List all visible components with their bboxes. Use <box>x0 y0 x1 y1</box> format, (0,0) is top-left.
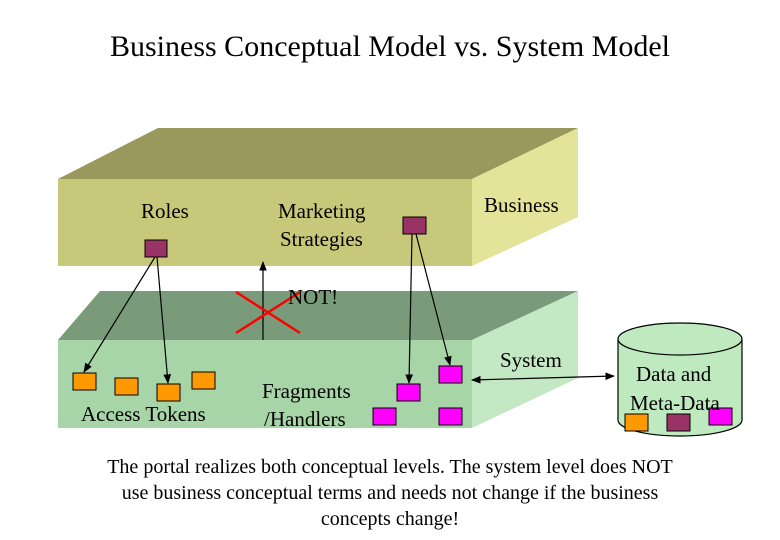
caption-line1: The portal realizes both conceptual leve… <box>107 456 673 478</box>
marketing-concept-square <box>402 216 427 235</box>
access-tokens-label: Access Tokens <box>81 402 206 426</box>
caption-line3: concepts change! <box>320 508 460 530</box>
data-label-line2: Meta-Data <box>630 391 720 415</box>
fragment-square <box>438 365 463 384</box>
arrow-marketing-to-fragment <box>405 233 414 384</box>
business-layer-side <box>472 128 578 266</box>
caption: The portal realizes both conceptual leve… <box>40 454 740 532</box>
marketing-label-line2: Strategies <box>280 227 363 251</box>
fragments-label-line1: Fragments <box>262 379 351 403</box>
caption-line2: use business conceptual terms and needs … <box>121 482 659 504</box>
data-fragment-square <box>708 407 733 426</box>
arrow-system-to-data <box>471 372 615 384</box>
fragment-square <box>372 407 397 426</box>
marketing-label-line1: Marketing <box>278 199 366 223</box>
data-label-line1: Data and <box>636 362 712 386</box>
access-token-square <box>156 383 181 402</box>
data-concept-square <box>666 413 691 432</box>
roles-label: Roles <box>141 199 189 223</box>
roles-concept-square <box>144 239 168 258</box>
arrow-marketing-to-fragment <box>415 233 452 366</box>
slide-title: Business Conceptual Model vs. System Mod… <box>110 30 670 63</box>
business-layer-top <box>58 128 578 179</box>
data-token-square <box>624 413 649 432</box>
arrow-roles-to-token <box>83 256 156 373</box>
not-cross-icon <box>235 290 301 335</box>
access-token-square <box>72 372 97 391</box>
system-layer-top <box>58 291 578 340</box>
arrow-roles-to-token <box>156 256 172 384</box>
fragment-square <box>396 383 421 402</box>
access-token-square <box>114 377 139 396</box>
system-layer-side <box>472 291 578 428</box>
system-layer-label: System <box>500 348 562 372</box>
not-label: NOT! <box>288 285 339 309</box>
business-layer-label: Business <box>484 193 559 217</box>
access-token-square <box>191 371 216 390</box>
fragments-label-line2: /Handlers <box>264 407 346 431</box>
fragment-square <box>438 407 463 426</box>
